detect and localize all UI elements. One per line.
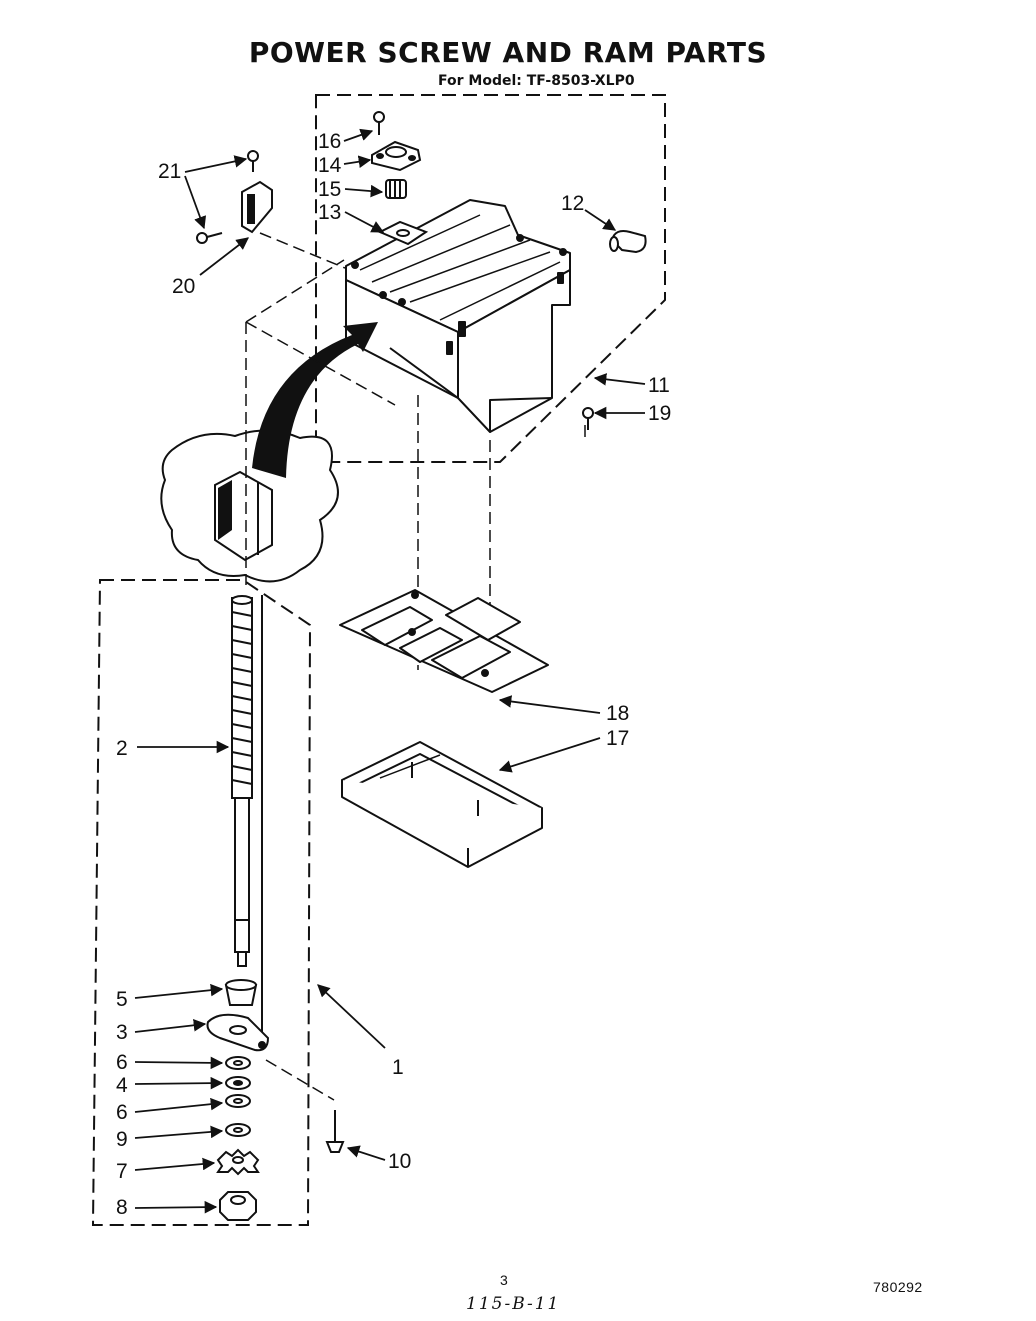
bushing-12 (609, 230, 647, 254)
washer-6-upper (225, 1056, 251, 1070)
diagram-code: 780292 (873, 1279, 923, 1295)
bracket-20 (241, 180, 273, 234)
callout-11: 11 (648, 374, 670, 397)
screw-21-top (247, 150, 259, 172)
gasket-18 (339, 589, 549, 693)
callout-17: 17 (606, 727, 629, 750)
power-screw-2 (231, 595, 253, 967)
screw-16 (373, 111, 385, 135)
callout-6-upper: 6 (116, 1051, 128, 1074)
callout-19: 19 (648, 402, 671, 425)
callout-9: 9 (116, 1128, 128, 1151)
handwritten-note: 115-B-11 (466, 1294, 561, 1314)
detail-inset (160, 429, 339, 583)
dash-leaders (245, 232, 586, 1101)
model-subtitle: For Model: TF-8503-XLP0 (438, 73, 635, 89)
callout-12: 12 (561, 192, 584, 215)
gear-bearing-15 (385, 179, 407, 199)
bearing-bracket-14 (371, 140, 422, 172)
screw-10 (325, 1110, 345, 1153)
callout-1: 1 (392, 1056, 404, 1079)
spacer-9 (225, 1123, 251, 1137)
tray-17 (341, 741, 543, 868)
page-number: 3 (500, 1272, 508, 1288)
callout-21: 21 (158, 160, 181, 183)
callout-7: 7 (116, 1160, 128, 1183)
callout-4: 4 (116, 1074, 128, 1097)
washer-4 (225, 1076, 251, 1090)
washer-6-lower (225, 1094, 251, 1108)
callout-3: 3 (116, 1021, 128, 1044)
callout-10: 10 (388, 1150, 411, 1173)
leader-arrows (134, 128, 646, 1214)
callout-5: 5 (116, 988, 128, 1011)
sprocket-7 (216, 1148, 260, 1176)
page-title: POWER SCREW AND RAM PARTS (248, 36, 768, 69)
callout-20: 20 (172, 275, 195, 298)
bearing-5 (224, 979, 258, 1006)
curved-pointer-arrow (252, 322, 378, 478)
screw-21-left (196, 232, 223, 244)
callout-15: 15 (318, 178, 341, 201)
callout-16: 16 (318, 130, 341, 153)
ram-housing (345, 199, 571, 433)
callout-6-lower: 6 (116, 1101, 128, 1124)
nut-8 (219, 1191, 257, 1221)
plate-13 (377, 220, 429, 246)
callout-2: 2 (116, 737, 128, 760)
upper-assembly-outline (315, 94, 666, 463)
screw-19 (582, 407, 594, 430)
callout-13: 13 (318, 201, 341, 224)
callout-18: 18 (606, 702, 629, 725)
lower-assembly-outline (91, 579, 312, 1226)
callout-14: 14 (318, 154, 342, 177)
plate-3 (206, 1013, 270, 1052)
callout-8: 8 (116, 1196, 128, 1219)
